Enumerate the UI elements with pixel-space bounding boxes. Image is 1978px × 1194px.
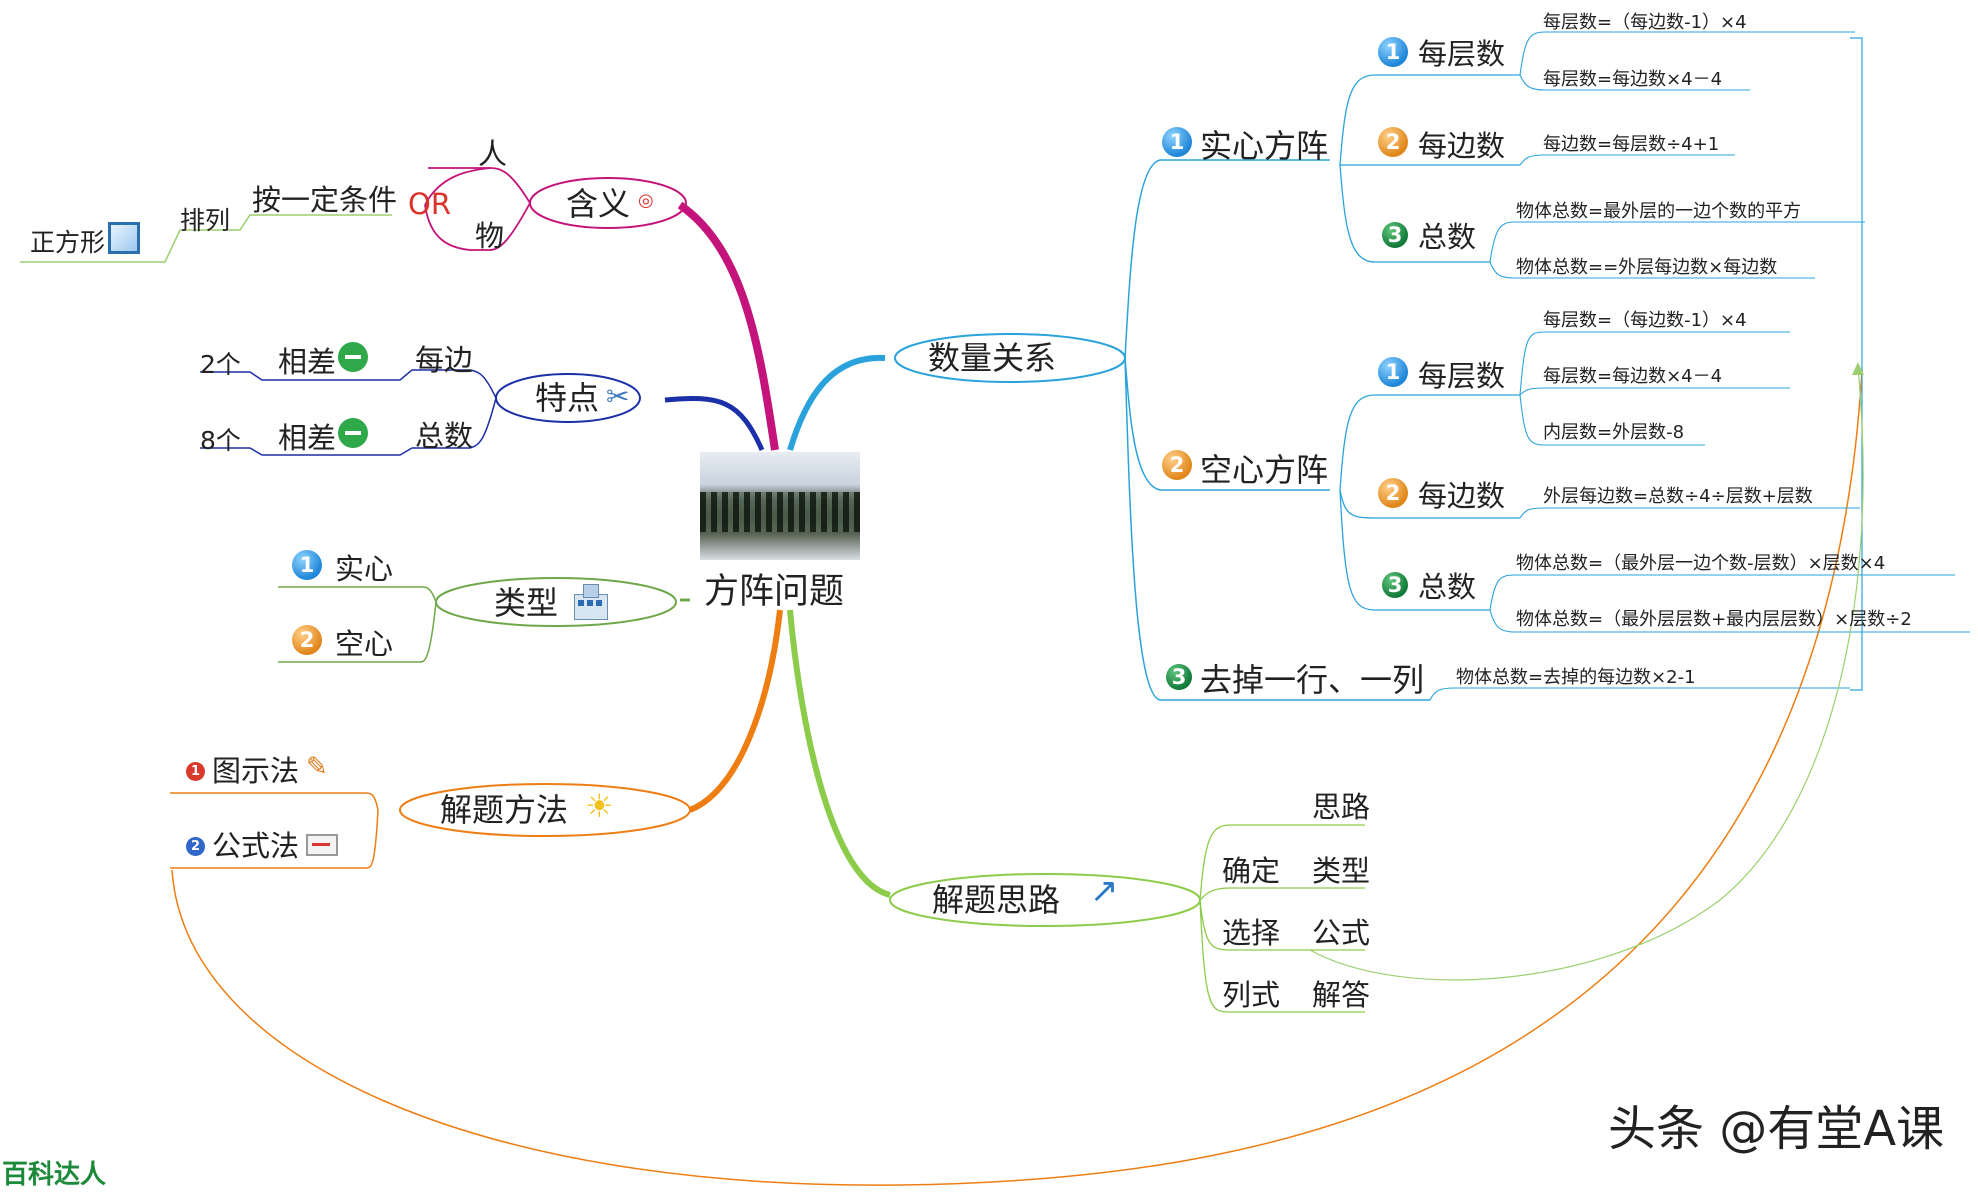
kongxin-meibianshu: 每边数 [1418, 479, 1506, 513]
silu-xuanze: 选择 [1222, 916, 1281, 950]
shixin-formula-4: 物体总数=最外层的一边个数的平方 [1516, 201, 1802, 222]
tedian-diff-2: 8个 [200, 426, 241, 455]
shixin-formula-3: 每边数=每层数÷4+1 [1543, 134, 1720, 155]
badge-2: 2 [186, 837, 205, 856]
tools-icon: ✂ [606, 380, 630, 413]
kongxin-formula-3: 内层数=外层数-8 [1543, 422, 1685, 443]
kongxin-meicengshu: 每层数 [1418, 359, 1506, 393]
hanyi-ren: 人 [478, 137, 508, 171]
hanyi-square: 正方形 [30, 228, 106, 257]
silu-item-4: 解答 [1312, 978, 1371, 1012]
shixin-formula-5: 物体总数==外层每边数×每边数 [1516, 257, 1778, 278]
quchu-yihang: 去掉一行、一列 [1200, 661, 1425, 699]
tedian-xiangcha-1: 相差 [278, 345, 337, 379]
badge-3: 3 [1382, 572, 1408, 598]
quchu-formula: 物体总数=去掉的每边数×2-1 [1456, 667, 1696, 688]
topic-hanyi[interactable]: 含义 [566, 185, 631, 223]
badge-3: 3 [1382, 222, 1408, 248]
badge-1: 1 [1162, 127, 1192, 157]
topic-shuliang[interactable]: 数量关系 [928, 339, 1057, 377]
kongxin-formula-2: 每层数=每边数×4－4 [1543, 366, 1723, 387]
pencil-icon: ✎ [306, 752, 328, 782]
kongxin-formula-1: 每层数=（每边数-1）×4 [1543, 310, 1747, 331]
shixin-meicengshu: 每层数 [1418, 37, 1506, 71]
tedian-xiangcha-2: 相差 [278, 421, 337, 455]
silu-item-1: 思路 [1312, 790, 1371, 824]
hanyi-or: OR [408, 187, 451, 221]
hanyi-pailie: 排列 [180, 206, 231, 235]
badge-1: 1 [1378, 37, 1408, 67]
trend-arrow-icon: ↗ [1090, 871, 1119, 911]
shixin-formula-1: 每层数=（每边数-1）×4 [1543, 12, 1747, 33]
tedian-zongshu: 总数 [415, 419, 474, 453]
central-topic: 方阵问题 [704, 572, 845, 612]
topic-tedian[interactable]: 特点 [535, 379, 600, 417]
fangfa-tushi: 图示法 [212, 754, 300, 788]
hanyi-condition: 按一定条件 [252, 183, 398, 217]
leixing-shixin: 实心 [335, 552, 394, 586]
kongxin-zongshu: 总数 [1418, 570, 1477, 604]
badge-2: 2 [1378, 478, 1408, 508]
silu-item-3: 公式 [1312, 916, 1371, 950]
parade-photo [700, 452, 860, 560]
fangfa-gongshi: 公式法 [212, 829, 300, 863]
badge-1: 1 [186, 762, 205, 781]
shixin-fangzhen: 实心方阵 [1200, 127, 1329, 165]
lightbulb-icon: ☀ [585, 787, 614, 825]
topic-silu[interactable]: 解题思路 [932, 881, 1061, 919]
badge-2: 2 [1378, 127, 1408, 157]
silu-queding: 确定 [1222, 854, 1281, 888]
kongxin-formula-6: 物体总数=（最外层层数+最内层层数）×层数÷2 [1516, 609, 1912, 630]
silu-lieshi: 列式 [1222, 978, 1281, 1012]
board-icon [306, 834, 338, 856]
hanyi-wu: 物 [475, 219, 505, 253]
badge-1: 1 [1378, 357, 1408, 387]
kongxin-fangzhen: 空心方阵 [1200, 451, 1329, 489]
leixing-kongxin: 空心 [335, 627, 394, 661]
badge-3: 3 [1166, 664, 1192, 690]
target-icon: ◎ [638, 190, 654, 211]
kongxin-formula-5: 物体总数=（最外层一边个数-层数）×层数×4 [1516, 553, 1886, 574]
badge-2: 2 [292, 625, 322, 655]
topic-fangfa[interactable]: 解题方法 [440, 791, 569, 829]
topic-leixing[interactable]: 类型 [494, 584, 559, 622]
tedian-meibian: 每边 [415, 343, 474, 377]
badge-1: 1 [292, 550, 322, 580]
shixin-meibianshu: 每边数 [1418, 129, 1506, 163]
watermark: 头条 @有堂A课 [1608, 1101, 1945, 1157]
shixin-zongshu: 总数 [1418, 220, 1477, 254]
minus-icon [338, 342, 368, 372]
square-icon [108, 222, 140, 254]
silu-item-2: 类型 [1312, 854, 1371, 888]
tedian-diff-1: 2个 [200, 350, 241, 379]
badge-2: 2 [1162, 450, 1192, 480]
minus-icon [338, 418, 368, 448]
corner-label: 百科达人 [2, 1160, 107, 1190]
kongxin-formula-4: 外层每边数=总数÷4÷层数+层数 [1543, 486, 1813, 507]
building-icon [572, 582, 608, 620]
shixin-formula-2: 每层数=每边数×4－4 [1543, 69, 1723, 90]
